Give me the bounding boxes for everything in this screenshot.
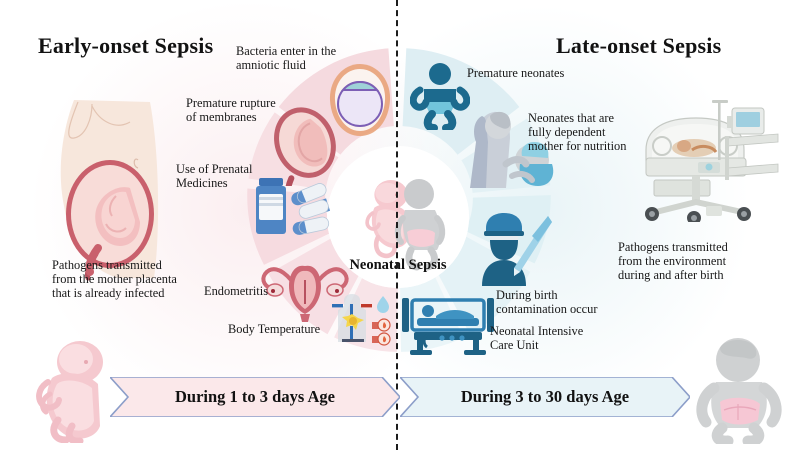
incubator-device-illustration xyxy=(632,94,784,222)
thermoregulation-illustration xyxy=(326,292,392,350)
center-hub: Neonatal Sepsis xyxy=(327,146,469,288)
incubator-icon xyxy=(400,294,496,356)
late-onset-timeline-banner: During 3 to 30 days Age xyxy=(400,377,690,417)
pregnant-abdomen-illustration xyxy=(34,96,184,281)
label-premature-neonates: Premature neonates xyxy=(467,66,565,80)
early-onset-timeline-banner: During 1 to 3 days Age xyxy=(110,377,400,417)
uterus-fetus-illustration xyxy=(262,104,352,186)
label-body-temperature: Body Temperature xyxy=(228,322,321,336)
label-pathogens-placenta: Pathogens transmitted from the mother pl… xyxy=(52,258,177,301)
breastfeeding-illustration xyxy=(460,108,565,188)
label-pathogens-environment: Pathogens transmitted from the environme… xyxy=(618,240,728,283)
pill-bottle-illustration xyxy=(247,176,339,238)
label-endometritis: Endometritis xyxy=(204,284,269,298)
label-bacteria-amniotic: Bacteria enter in the amniotic fluid xyxy=(236,44,337,73)
late-onset-timeline-label: During 3 to 30 days Age xyxy=(460,387,630,406)
baby-illustration xyxy=(694,336,790,444)
early-onset-timeline-label: During 1 to 3 days Age xyxy=(175,387,335,406)
label-fully-dependent-mother: Neonates that are fully dependent mother… xyxy=(528,111,627,154)
uterus-illustration xyxy=(255,252,355,322)
label-prenatal-medicines: Use of Prenatal Medicines xyxy=(176,162,253,191)
label-premature-rupture: Premature rupture of membranes xyxy=(186,96,276,125)
left-panel-title: Early-onset Sepsis xyxy=(38,33,214,58)
label-nicu: Neonatal Intensive Care Unit xyxy=(490,324,584,353)
baby-icon xyxy=(410,62,470,130)
amniotic-sac-illustration xyxy=(327,62,393,140)
fetus-illustration xyxy=(28,338,118,443)
right-panel-title: Late-onset Sepsis xyxy=(556,33,722,58)
label-during-birth-contamination: During birth contamination occur xyxy=(496,288,598,317)
surgeon-icon xyxy=(472,210,554,286)
hub-baby xyxy=(394,179,446,271)
center-label: Neonatal Sepsis xyxy=(349,257,447,273)
panel-divider xyxy=(396,0,398,450)
